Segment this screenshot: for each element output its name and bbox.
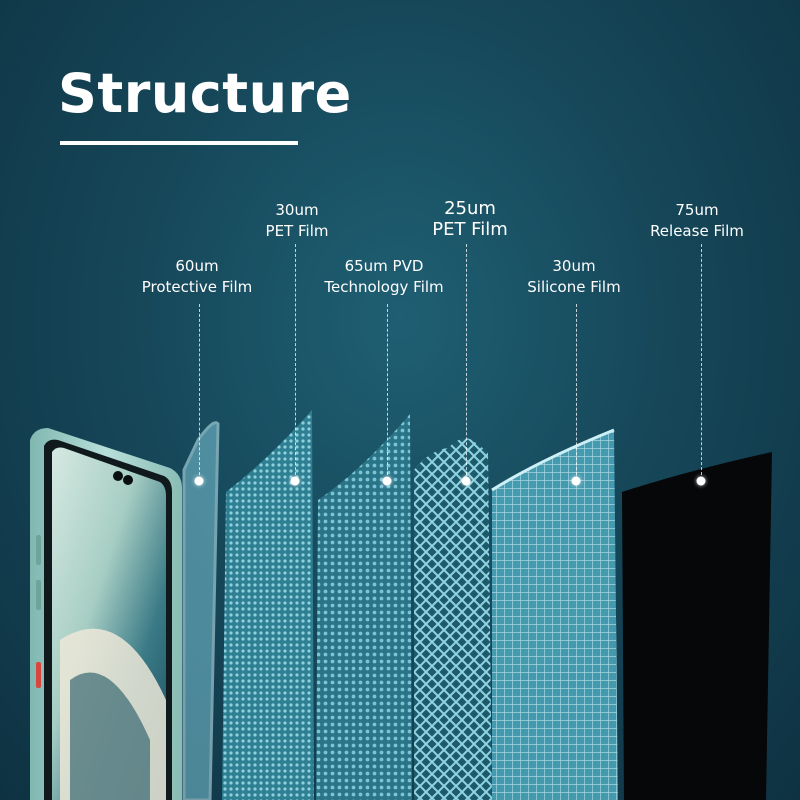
page-title: Structure bbox=[58, 62, 352, 125]
marker-dot bbox=[194, 476, 204, 486]
callout-pet-film: 30um PET Film bbox=[266, 200, 329, 242]
thickness-label: 25um bbox=[444, 198, 496, 219]
pvd-film-layer bbox=[316, 414, 412, 800]
leader-line bbox=[466, 244, 467, 480]
leader-line bbox=[576, 304, 577, 480]
marker-dot bbox=[571, 476, 581, 486]
marker-dot bbox=[696, 476, 706, 486]
pet-film-2-layer bbox=[414, 438, 492, 800]
callout-pvd-film: 65um PVD Technology Film bbox=[324, 256, 443, 298]
release-film-layer bbox=[622, 452, 772, 800]
title-underline bbox=[60, 141, 298, 145]
leader-line bbox=[199, 304, 200, 480]
silicone-film-layer bbox=[492, 430, 618, 800]
thickness-label: 60um bbox=[175, 257, 219, 275]
layer-name-label: PET Film bbox=[432, 219, 508, 240]
layer-name-label: Technology Film bbox=[324, 278, 444, 296]
layer-name-label: Release Film bbox=[650, 222, 744, 240]
phone-image bbox=[30, 428, 182, 800]
thickness-label: 65um PVD bbox=[344, 257, 424, 275]
thickness-label: 75um bbox=[675, 201, 719, 219]
marker-dot bbox=[461, 476, 471, 486]
layer-name-label: Protective Film bbox=[141, 278, 253, 296]
thickness-label: 30um bbox=[552, 257, 596, 275]
leader-line bbox=[701, 244, 702, 480]
leader-line bbox=[387, 304, 388, 480]
marker-dot bbox=[290, 476, 300, 486]
protective-film bbox=[182, 421, 220, 800]
callout-protective-film: 60um Protective Film bbox=[142, 256, 253, 298]
callout-pet-film-2: 25um PET Film bbox=[432, 198, 508, 240]
layer-name-label: Silicone Film bbox=[527, 278, 621, 296]
callout-silicone-film: 30um Silicone Film bbox=[527, 256, 620, 298]
callout-release-film: 75um Release Film bbox=[650, 200, 744, 242]
pet-film-layer bbox=[222, 410, 314, 800]
marker-dot bbox=[382, 476, 392, 486]
layer-name-label: PET Film bbox=[265, 222, 329, 240]
leader-line bbox=[295, 244, 296, 480]
thickness-label: 30um bbox=[275, 201, 319, 219]
